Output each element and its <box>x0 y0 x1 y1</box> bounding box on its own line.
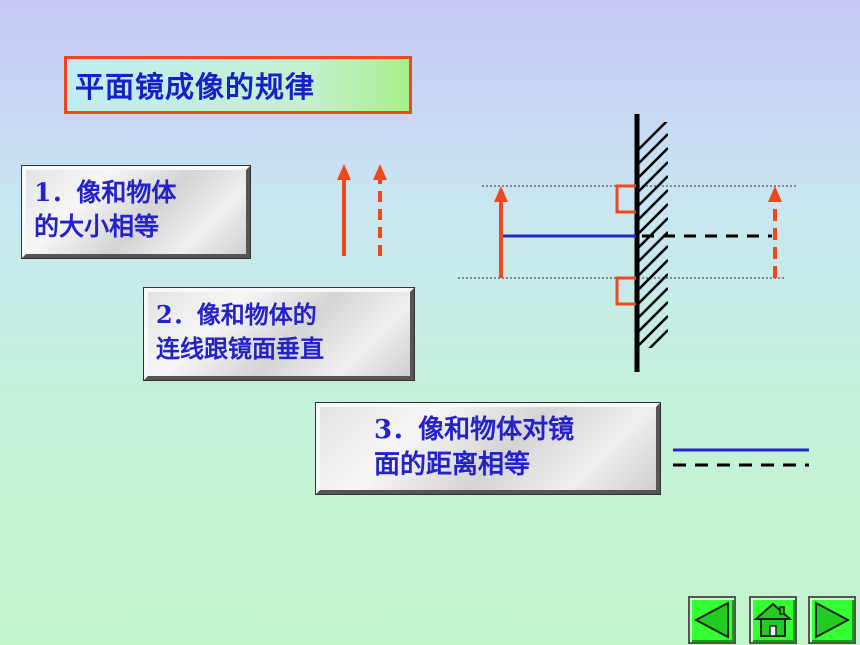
rule-3-line2: 面的距离相等 <box>374 450 531 480</box>
rule-2-number: 2． <box>156 300 197 329</box>
slide-title: 平面镜成像的规律 <box>64 56 412 114</box>
rule-3-number: 3． <box>374 415 419 445</box>
next-arrow-icon <box>815 601 851 639</box>
size-arrows <box>337 164 387 256</box>
rule-1-line2: 的大小相等 <box>34 212 160 241</box>
next-button[interactable] <box>808 596 856 644</box>
prev-button[interactable] <box>688 596 736 644</box>
image-arrowhead-small <box>373 164 387 180</box>
object-arrowhead-small <box>337 164 351 180</box>
rule-2-line2: 连线跟镜面垂直 <box>156 335 324 363</box>
rule-card-1: 1．像和物体 的大小相等 <box>22 166 250 258</box>
rule-1-number: 1． <box>34 178 77 207</box>
right-angle-mark-top <box>615 184 636 214</box>
home-icon <box>753 602 793 637</box>
rule-1-line1: 像和物体 <box>76 178 177 207</box>
home-button[interactable] <box>749 596 797 644</box>
slide-title-text: 平面镜成像的规律 <box>75 70 316 104</box>
right-angle-mark-bottom <box>615 276 636 306</box>
rule-2-line1: 像和物体的 <box>196 301 317 329</box>
rule-card-2: 2．像和物体的 连线跟镜面垂直 <box>144 288 414 380</box>
prev-arrow-icon <box>693 601 729 639</box>
mirror-hatching <box>638 122 668 348</box>
rule-3-line1: 像和物体对镜 <box>418 415 575 445</box>
image-arrowhead <box>768 186 782 202</box>
rule-card-3: 3．像和物体对镜 面的距离相等 <box>316 403 660 494</box>
object-arrowhead <box>494 186 508 202</box>
